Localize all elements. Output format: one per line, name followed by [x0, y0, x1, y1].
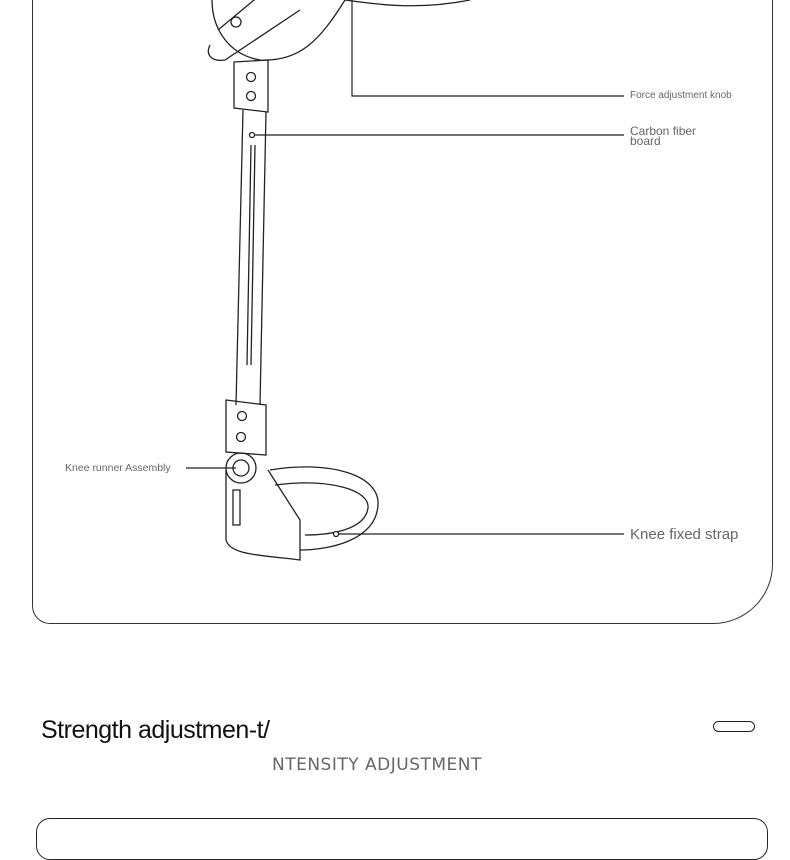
knob-logo: [230, 16, 242, 28]
label-force-adjustment-knob: Force adjustment knob: [630, 90, 732, 101]
label-knee-runner-assembly: Knee runner Assembly: [65, 462, 171, 474]
next-card: [36, 818, 768, 860]
label-knee-fixed-strap: Knee fixed strap: [630, 526, 739, 543]
section-title: Strength adjustmen-t/: [41, 716, 270, 744]
section-subtitle: NTENSITY ADJUSTMENT: [272, 755, 482, 775]
label-carbon-fiber-board: Carbon fiber board: [630, 124, 697, 148]
upper-block: [233, 59, 269, 113]
force-adjustment-knob: [207, 0, 301, 61]
pill-decoration: [713, 721, 755, 732]
knee-brace-drawing: [186, 0, 624, 561]
carbon-fiber-board: [235, 109, 267, 406]
knee-strap: [269, 466, 379, 551]
lower-block: [225, 399, 267, 456]
hinge-housing: [211, 0, 346, 61]
diagram-card: [32, 0, 773, 624]
